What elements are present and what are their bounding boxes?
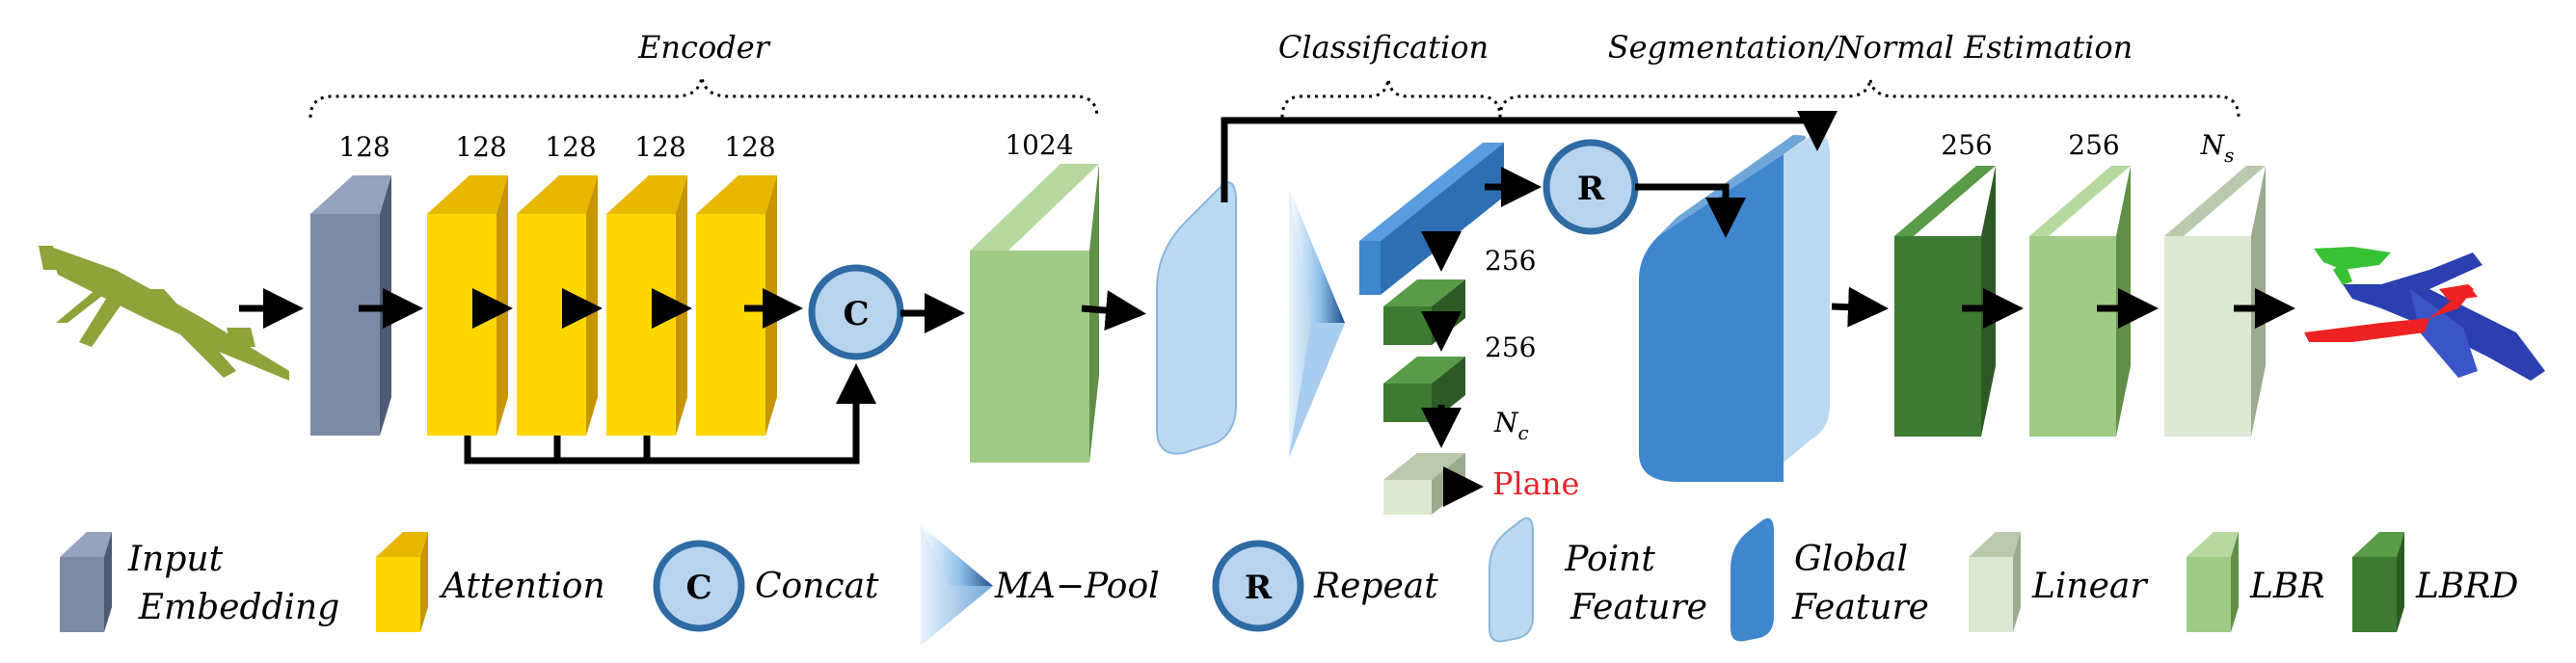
legend-ma-pool-swatch: [921, 525, 993, 646]
legend-input-embedding-swatch: [60, 532, 112, 632]
attention-4-dim: 128: [724, 131, 775, 163]
legend-concat-label: Concat: [755, 567, 879, 606]
input-point-cloud: [39, 246, 289, 381]
concat-symbol: C: [843, 295, 869, 333]
legend-repeat-label: Repeat: [1313, 567, 1438, 606]
seg-1-dim: 256: [1941, 129, 1992, 161]
ma-pool-block: [1289, 188, 1345, 458]
cls-global-feature-block: [1359, 143, 1504, 295]
legend-concat-swatch: [653, 540, 745, 632]
cls-1-dim: 256: [1485, 245, 1536, 277]
legend-linear-label: Linear: [2031, 567, 2148, 606]
point-feature-block: [1156, 181, 1237, 455]
legend-repeat-swatch: [1212, 540, 1304, 632]
legend-input-embedding-label-2: Embedding: [138, 588, 340, 627]
seg-feature-block: [1639, 134, 1830, 482]
legend-attention-swatch: [376, 532, 428, 632]
cls-out-dim: Nc: [1493, 407, 1529, 444]
legend-global-feature-label-2: Feature: [1791, 588, 1929, 627]
input-embedding-dim: 128: [338, 131, 389, 163]
classification-label: Classification: [1278, 29, 1489, 66]
seg-out-dim: Ns: [2200, 129, 2235, 167]
classification-brace: [1280, 78, 1502, 119]
seg-lbr-block: [2029, 166, 2131, 437]
legend-input-embedding-label-1: Input: [127, 540, 224, 579]
repeat-symbol: R: [1577, 170, 1605, 208]
class-output-label: Plane: [1492, 465, 1579, 502]
seg-linear-block: [2164, 166, 2266, 437]
legend-lbr-swatch: [2187, 532, 2239, 632]
legend-point-feature-label-2: Feature: [1570, 588, 1707, 627]
legend-lbr-label: LBR: [2249, 567, 2324, 606]
encoder-label: Encoder: [637, 29, 771, 66]
legend-linear-swatch: [1969, 532, 2021, 632]
legend-lbrd-label: LBRD: [2415, 567, 2518, 606]
seg-2-dim: 256: [2068, 129, 2119, 161]
flow-arrows: [239, 111, 2295, 507]
segmentation-label: Segmentation/Normal Estimation: [1608, 29, 2133, 66]
legend-attention-label: Attention: [439, 567, 605, 606]
encoder-lbr-block: [970, 164, 1099, 463]
legend-lbrd-swatch: [2352, 532, 2404, 632]
legend-global-feature-swatch: [1731, 517, 1774, 642]
seg-lbrd-block: [1894, 166, 1996, 437]
attention-2-dim: 128: [545, 131, 596, 163]
attention-3-dim: 128: [634, 131, 685, 163]
segmentation-brace: [1498, 78, 2241, 119]
attention-block-4: [696, 175, 777, 436]
cls-lbrd-block-1: [1383, 279, 1465, 345]
legend-point-feature-label-1: Point: [1564, 540, 1655, 579]
legend: Input Embedding Attention C Concat MA−Po…: [60, 517, 2518, 646]
encoder-lbr-dim: 1024: [1005, 129, 1073, 161]
encoder-brace: [309, 76, 1099, 119]
legend-point-feature-swatch: [1489, 517, 1534, 643]
legend-global-feature-label-1: Global: [1794, 540, 1908, 579]
legend-ma-pool-label: MA−Pool: [994, 567, 1160, 606]
output-point-cloud: [2304, 247, 2545, 381]
attention-1-dim: 128: [455, 131, 506, 163]
legend-concat-symbol: C: [685, 569, 711, 607]
legend-repeat-symbol: R: [1245, 569, 1273, 607]
cls-lbrd-block-2: [1383, 357, 1465, 422]
cls-2-dim: 256: [1485, 332, 1536, 363]
